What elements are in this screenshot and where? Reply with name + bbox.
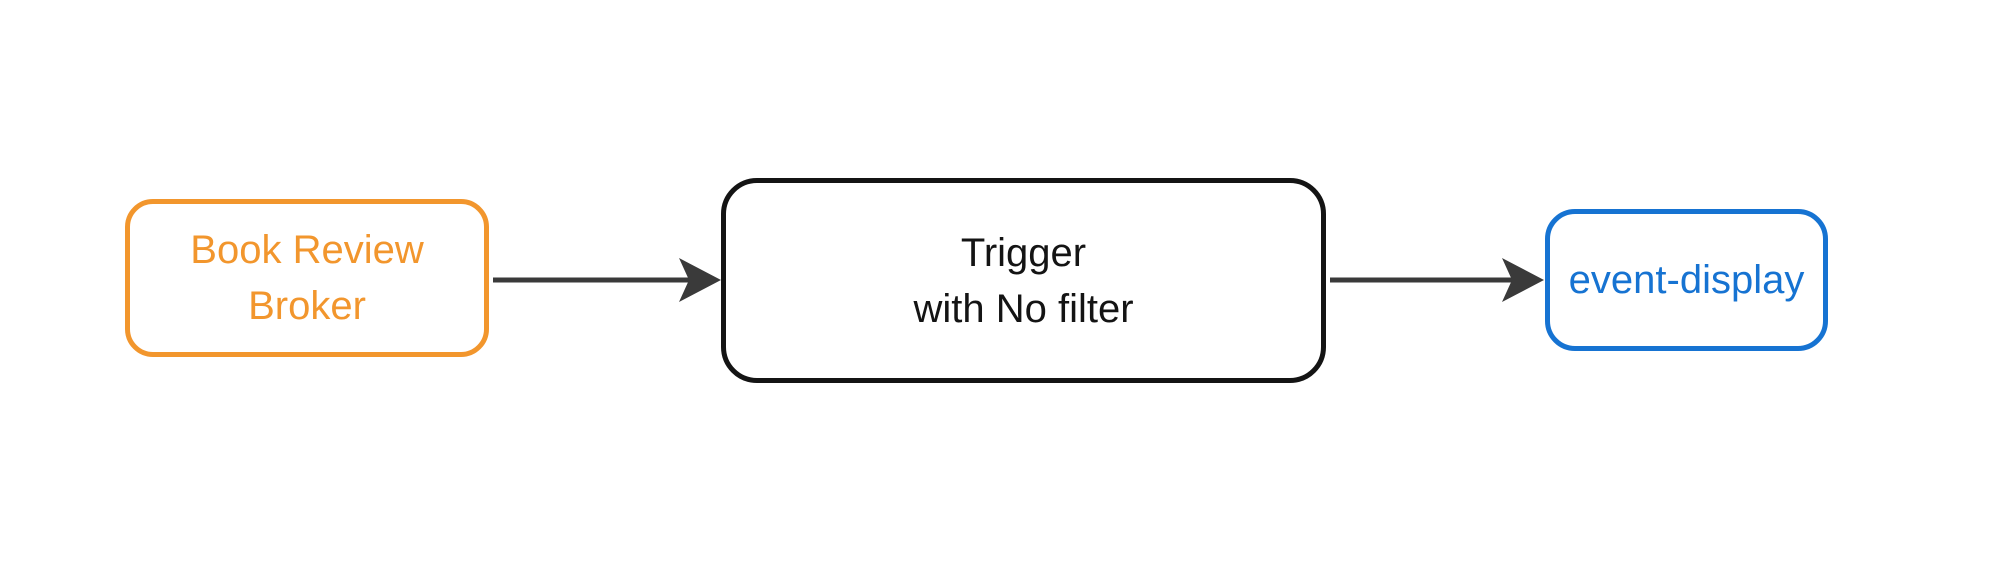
node-event-display: event-display — [1545, 209, 1828, 351]
node-book-review-broker: Book Review Broker — [125, 199, 489, 357]
node-trigger-with-no-filter: Trigger with No filter — [721, 178, 1326, 383]
node-book-review-broker-label: Book Review Broker — [190, 228, 424, 328]
edge-broker-to-trigger — [493, 258, 721, 302]
node-trigger-with-no-filter-label: Trigger with No filter — [913, 230, 1134, 331]
arrowhead-icon — [1502, 258, 1544, 302]
edge-trigger-to-event-display — [1330, 258, 1544, 302]
node-event-display-label: event-display — [1568, 258, 1805, 302]
arrowhead-icon — [679, 258, 721, 302]
